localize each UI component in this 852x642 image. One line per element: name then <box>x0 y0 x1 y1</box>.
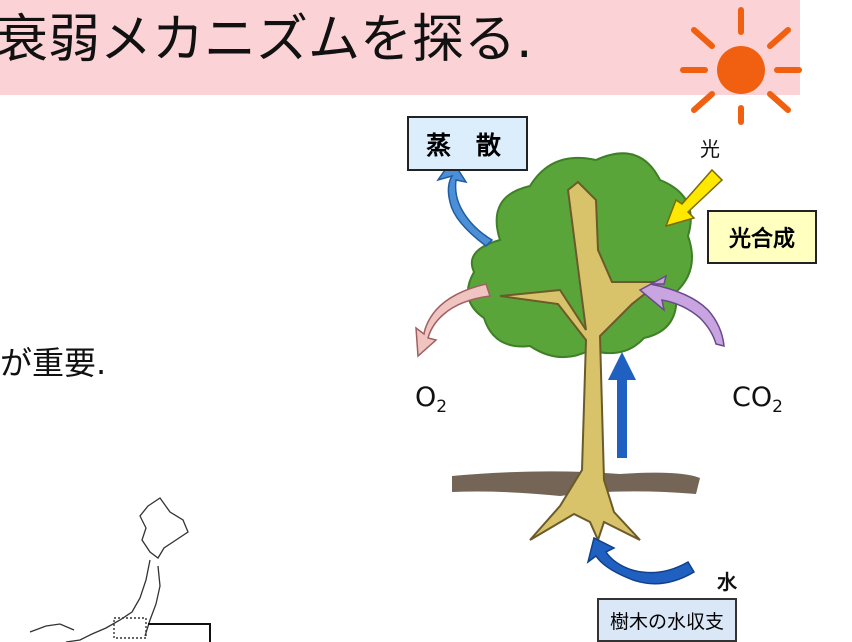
o2-arrow-icon <box>415 283 491 358</box>
o2-subscript: 2 <box>436 397 448 417</box>
tree-trunk <box>499 180 663 543</box>
co2-label: CO2 <box>732 382 783 417</box>
water-budget-caption: 樹木の水収支 <box>597 598 737 642</box>
sun-icon <box>680 7 802 125</box>
title-band <box>0 0 800 95</box>
evaporation-arrow-icon <box>436 158 494 247</box>
o2-base: O <box>415 382 437 413</box>
slide-title: 衰弱メカニズムを探る. <box>0 10 533 70</box>
light-arrow-icon <box>664 168 724 228</box>
map-inset-marker <box>113 617 147 639</box>
co2-base: CO <box>732 382 773 413</box>
light-label: 光 <box>700 137 720 161</box>
photosynthesis-box: 光合成 <box>707 210 817 264</box>
o2-label: O2 <box>415 382 447 417</box>
body-text-fragment: が重要. <box>0 344 107 382</box>
co2-arrow-icon <box>638 274 725 347</box>
water-uptake-arrow-icon <box>608 352 636 458</box>
evaporation-box: 蒸 散 <box>407 116 528 171</box>
map-leader-line <box>148 623 211 642</box>
japan-map-icon <box>29 497 189 642</box>
co2-subscript: 2 <box>772 397 783 417</box>
water-label: 水 <box>717 570 737 594</box>
water-absorption-arrow-icon <box>586 536 696 585</box>
